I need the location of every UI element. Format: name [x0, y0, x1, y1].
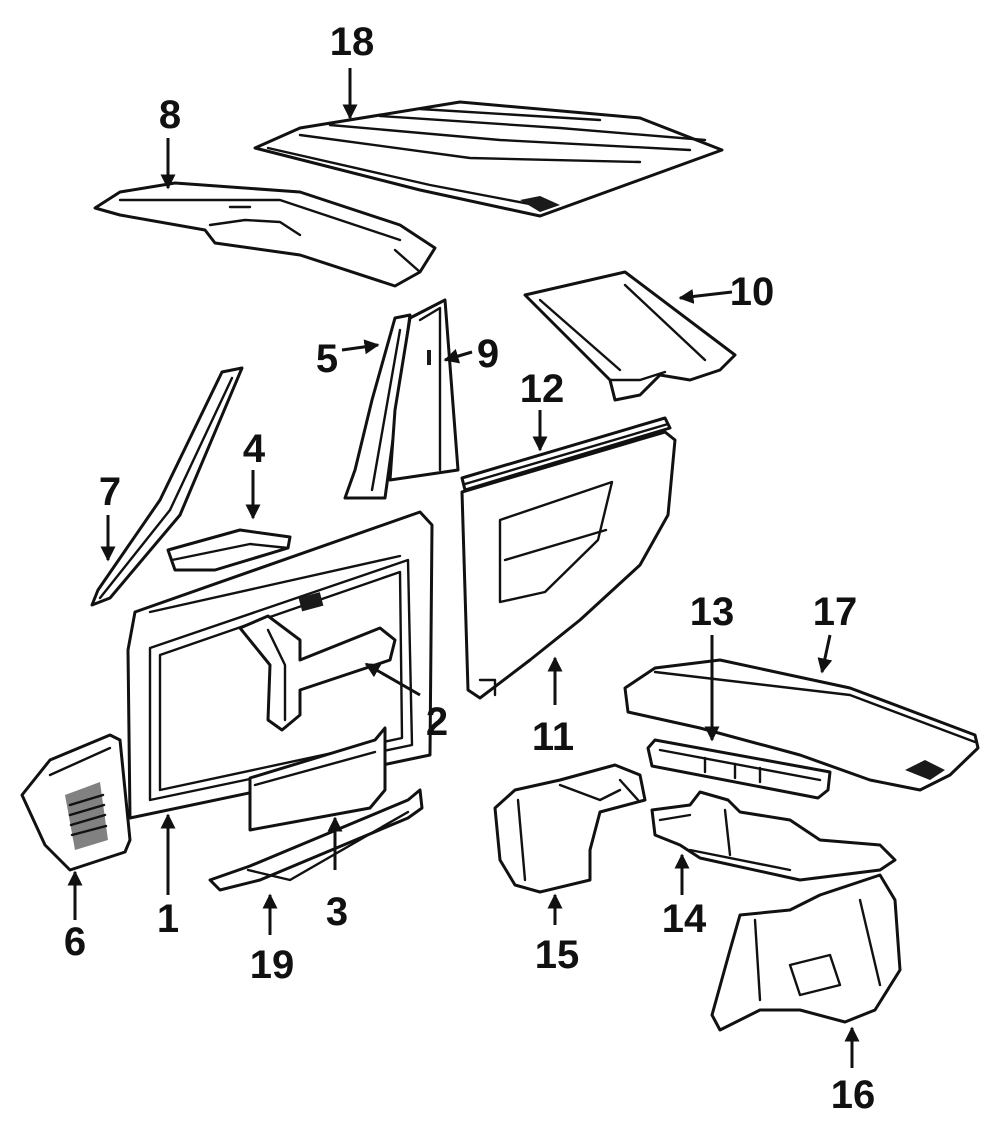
part-6-kick-panel	[20, 733, 132, 872]
part-18-roof-headliner	[253, 100, 724, 218]
callout-3: 3	[326, 890, 348, 934]
leader-arrows	[67, 68, 860, 1068]
arrow-10	[678, 289, 733, 304]
callout-6: 6	[64, 920, 86, 964]
callout-16: 16	[831, 1073, 876, 1117]
part-14-trunk-floor-trim	[650, 790, 897, 882]
callout-14: 14	[662, 897, 707, 941]
callout-4: 4	[243, 427, 266, 471]
arrow-17	[817, 634, 833, 674]
callout-13: 13	[690, 590, 735, 634]
part-10-rear-header	[523, 270, 737, 402]
callout-2: 2	[426, 700, 448, 744]
part-5-pillar-trim	[343, 313, 412, 500]
part-8-front-header	[93, 181, 437, 288]
part-13-speaker-grille	[646, 738, 832, 800]
part-12-belt-molding	[460, 416, 672, 492]
arrow-2	[364, 662, 421, 697]
callout-19: 19	[250, 943, 295, 987]
callout-9: 9	[477, 332, 499, 376]
callout-17: 17	[813, 590, 858, 634]
arrow-5	[341, 339, 380, 355]
part-3-map-pocket	[248, 726, 387, 832]
callout-15: 15	[535, 933, 580, 977]
callout-18: 18	[330, 20, 375, 64]
part-2-door-armrest	[238, 614, 397, 732]
part-4-armrest-pad	[166, 528, 292, 572]
callout-11: 11	[532, 715, 574, 759]
part-7-a-pillar-trim	[90, 366, 244, 607]
callout-1: 1	[157, 897, 179, 941]
callout-12: 12	[520, 367, 565, 411]
arrow-9	[443, 348, 473, 364]
part-19-sill-plate	[208, 788, 424, 892]
callout-7: 7	[99, 470, 121, 514]
callout-10: 10	[730, 270, 775, 314]
callout-8: 8	[159, 93, 181, 137]
callout-5: 5	[316, 337, 338, 381]
part-15-rear-side-trim	[493, 763, 647, 894]
callout-labels: 18 8 10 5 9 12 4 7 2 11 13 17 1 6 3 19 1…	[64, 20, 875, 1117]
part-11-rear-quarter-panel	[460, 430, 677, 700]
part-16-trunk-side-trim	[710, 873, 902, 1032]
part-9-pillar-trim	[388, 298, 460, 482]
